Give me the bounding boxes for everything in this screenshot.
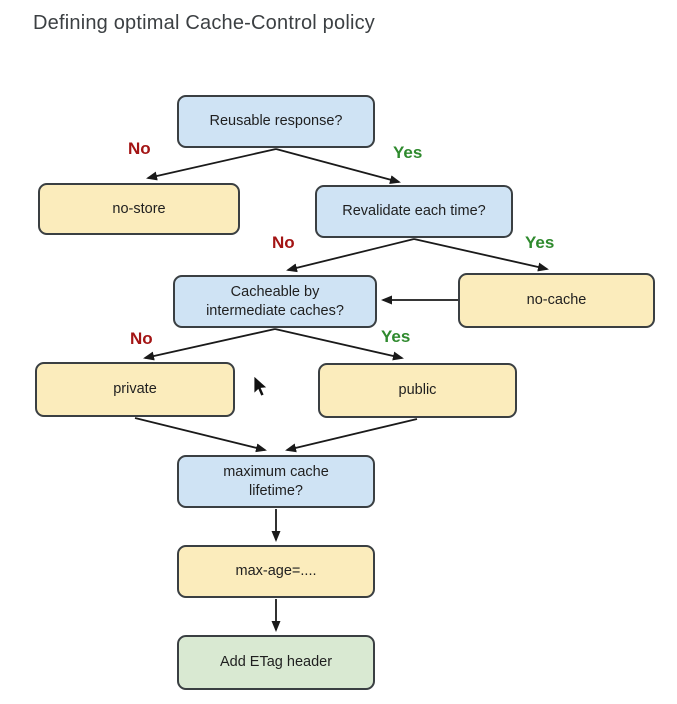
edge-label-no-3: No	[130, 329, 153, 348]
node-private: private	[35, 362, 235, 417]
node-cacheable-by-intermediate-caches: Cacheable by intermediate caches?	[173, 275, 377, 328]
node-public: public	[318, 363, 517, 418]
edge-public-lifetime	[285, 418, 418, 453]
mouse-cursor-icon	[253, 375, 268, 397]
edge-label-no-1: No	[128, 139, 151, 158]
edge-label-yes-3: Yes	[381, 327, 411, 346]
edge-cacheable-private	[143, 328, 276, 361]
node-no-cache: no-cache	[458, 273, 655, 328]
page-title: Defining optimal Cache-Control policy	[33, 12, 375, 34]
edge-label-yes-1: Yes	[393, 143, 423, 162]
node-maximum-cache-lifetime: maximum cache lifetime?	[177, 455, 375, 508]
edge-label-no-2: No	[272, 233, 295, 252]
edge-reusable-no-store	[146, 148, 277, 181]
node-max-age: max-age=....	[177, 545, 375, 598]
edge-reusable-revalidate	[275, 148, 401, 185]
node-add-etag-header: Add ETag header	[177, 635, 375, 690]
edge-private-lifetime	[134, 417, 267, 453]
node-no-store: no-store	[38, 183, 240, 235]
node-reusable-response: Reusable response?	[177, 95, 375, 148]
node-revalidate-each-time: Revalidate each time?	[315, 185, 513, 238]
edge-label-yes-2: Yes	[525, 233, 555, 252]
edge-revalidate-cacheable	[286, 238, 415, 273]
